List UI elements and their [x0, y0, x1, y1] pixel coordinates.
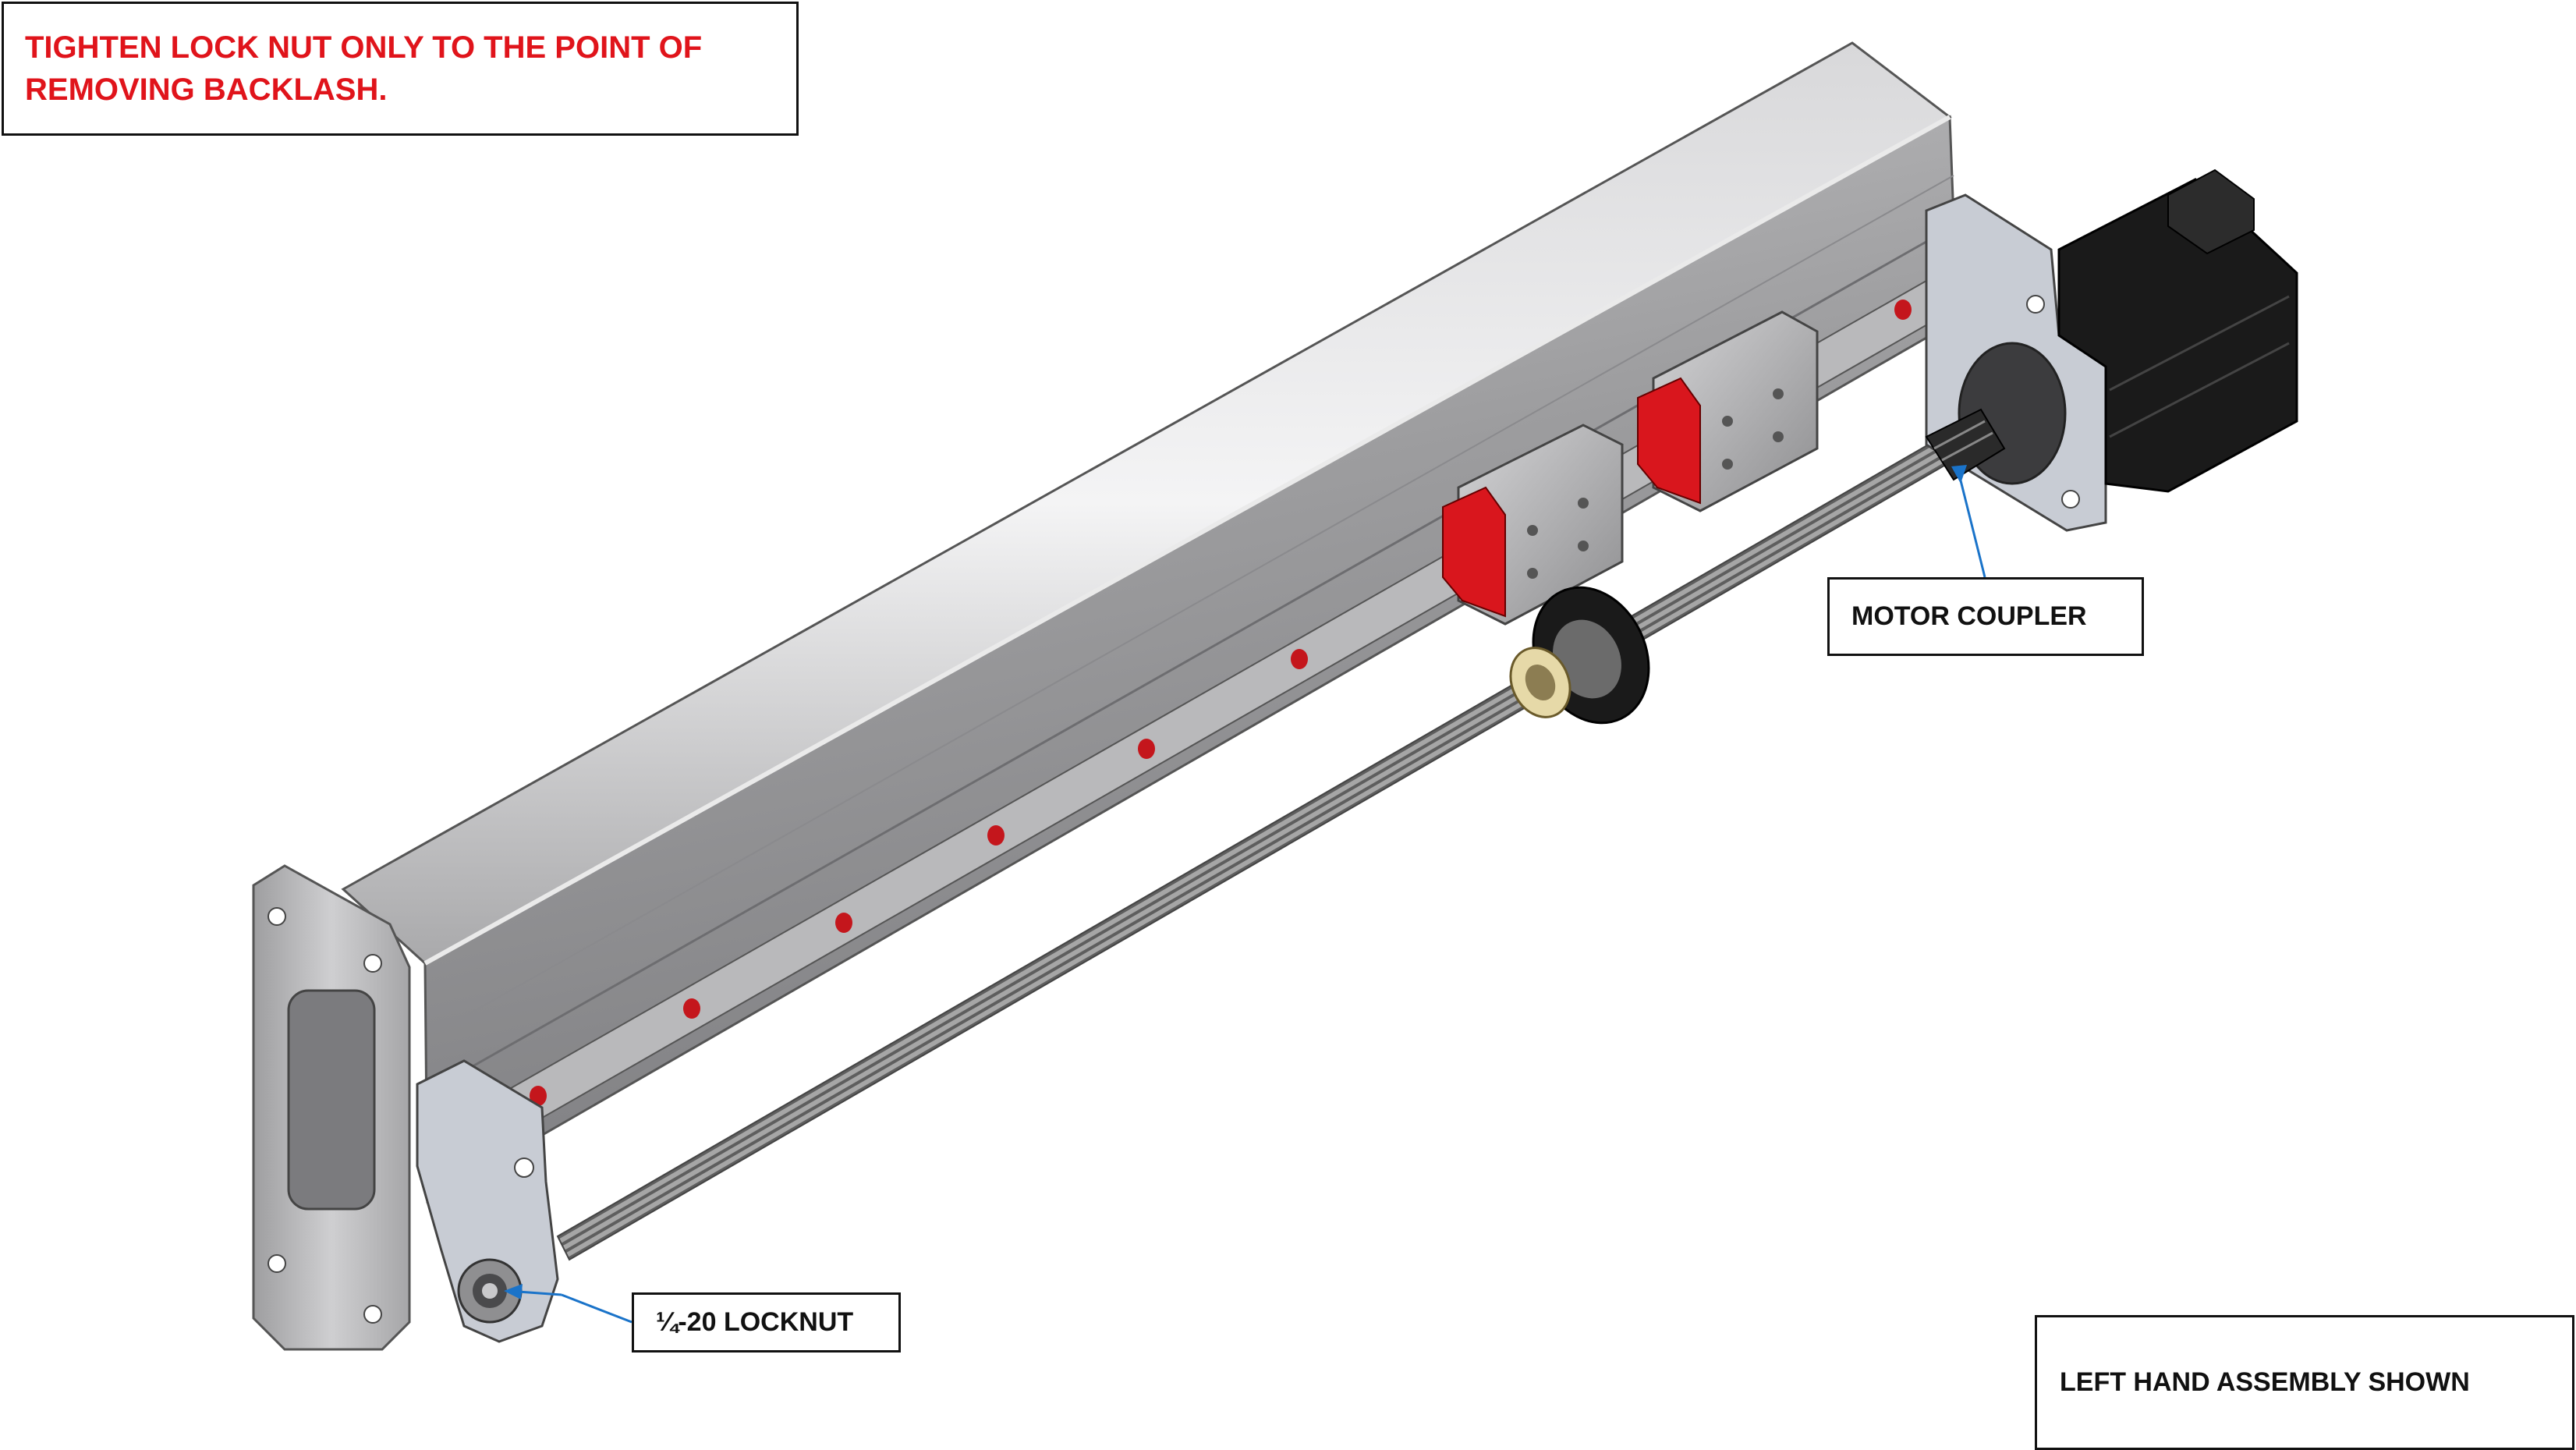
block-bolt	[1722, 416, 1733, 427]
end-plate-hole	[268, 907, 286, 926]
bracket-hole	[514, 1158, 534, 1178]
extrusion-edge-line	[423, 115, 1951, 966]
motor-coupler	[1925, 408, 2006, 481]
extrusion-groove-line-2	[427, 175, 1954, 1038]
end-plate-hole	[363, 954, 382, 973]
flange-nut	[1509, 586, 1650, 725]
motor-coupler-arrowhead	[1951, 465, 1967, 484]
assembly-note: LEFT HAND ASSEMBLY SHOWN	[2060, 1367, 2470, 1397]
left-end-plate	[252, 864, 411, 1351]
block-bolt	[1578, 498, 1589, 509]
motor-coupler-label: MOTOR COUPLER	[1851, 601, 2087, 631]
left-bearing-bracket	[416, 1059, 559, 1343]
block-end-seal	[1637, 377, 1701, 505]
end-plate-slot	[287, 989, 376, 1211]
warning-note: TIGHTEN LOCK NUT ONLY TO THE POINT OF RE…	[25, 30, 703, 107]
motor-connector	[2167, 168, 2255, 255]
locknut-label: ¼-20 LOCKNUT	[656, 1307, 854, 1337]
assembly-note-box	[2035, 1315, 2574, 1450]
rail-holes	[530, 300, 1912, 1106]
block-bolt	[1578, 541, 1589, 551]
block-bolt	[1773, 388, 1784, 399]
block-bolt	[1527, 568, 1538, 579]
callout-leaders	[504, 465, 1986, 1324]
locknut-callout-box	[632, 1292, 901, 1353]
warning-note-box	[2, 2, 799, 136]
locknut-arrowhead	[504, 1284, 523, 1299]
end-plate-hole	[363, 1305, 382, 1324]
aluminum-extrusion	[341, 41, 1959, 1204]
end-plate-hole	[268, 1254, 286, 1273]
block-bolt	[1722, 459, 1733, 470]
block-bolt	[1527, 525, 1538, 536]
bearing-block-1	[1442, 424, 1624, 626]
motor-coupler-callout-box	[1827, 577, 2144, 656]
block-bolt	[1773, 431, 1784, 442]
stepper-motor	[2057, 168, 2298, 493]
block-end-seal	[1442, 486, 1506, 618]
bearing-block-2	[1637, 310, 1819, 512]
motor-coupler-leader	[1956, 467, 1986, 578]
locknut-leader	[561, 1293, 632, 1324]
bracket-hole	[2026, 295, 2045, 314]
bracket-hole	[2061, 490, 2080, 509]
